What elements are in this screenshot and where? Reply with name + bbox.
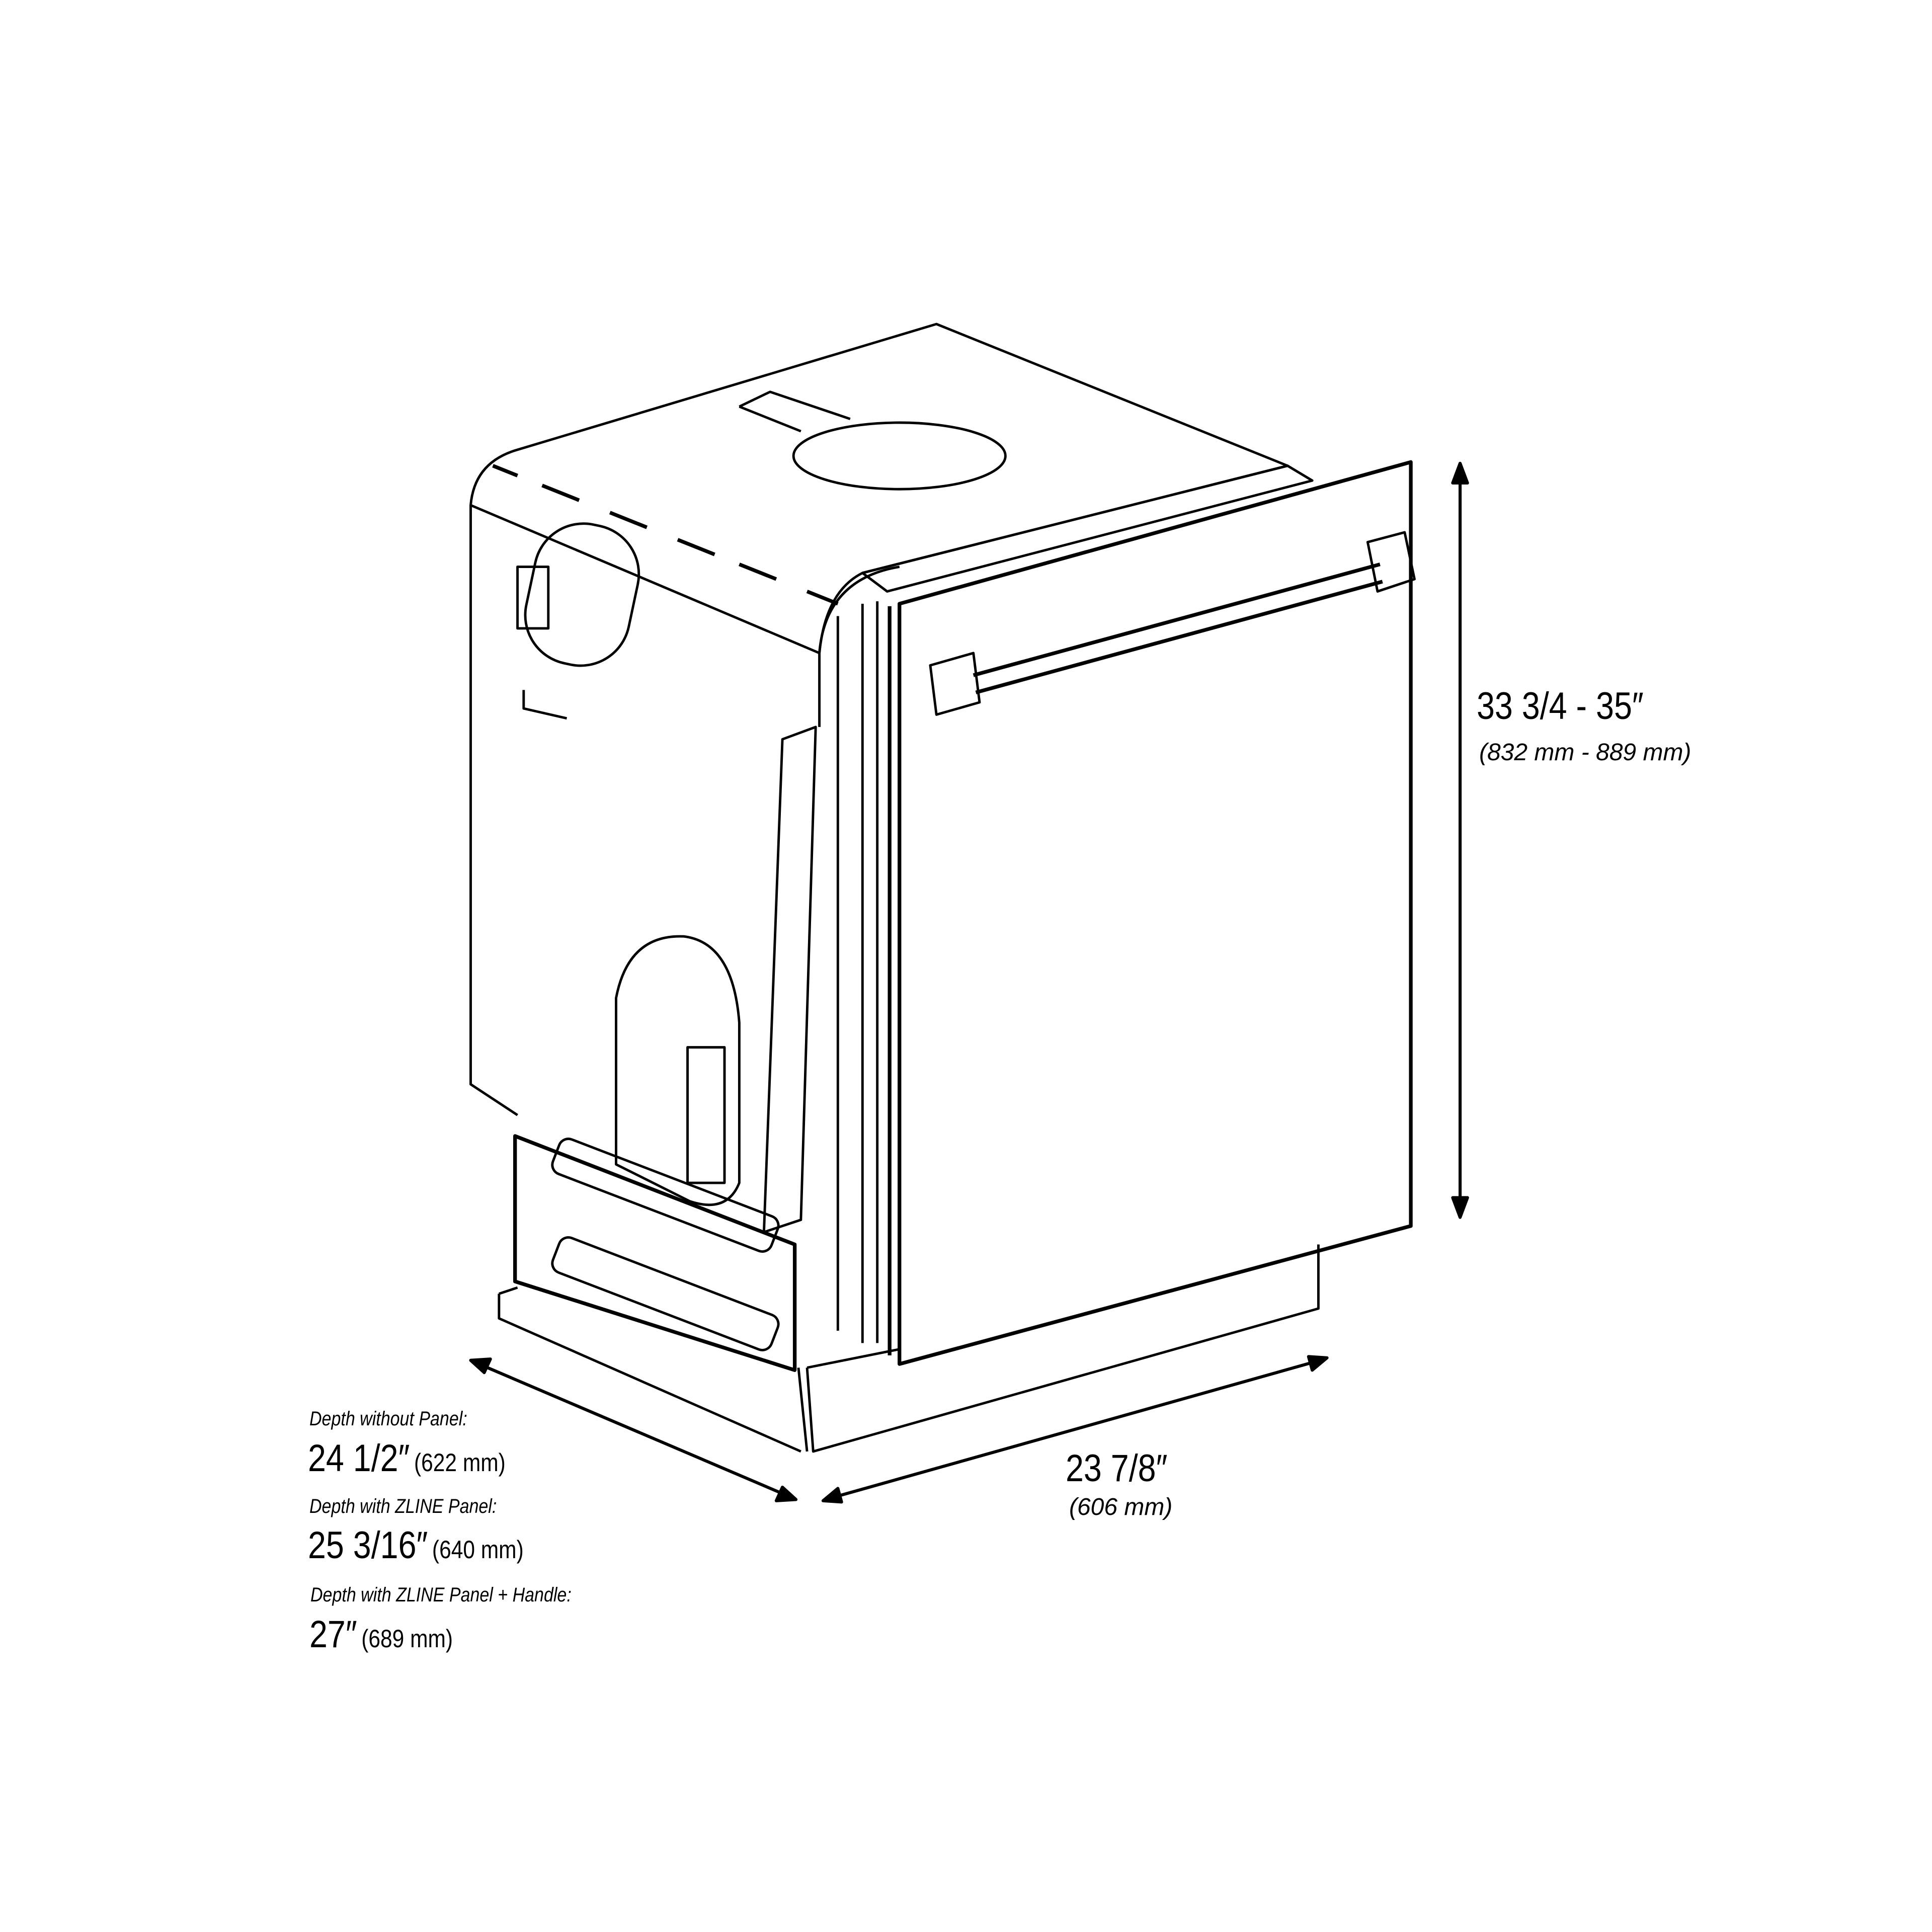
left-side — [469, 505, 821, 1116]
side-arch — [615, 935, 741, 1206]
depth-label-3: Depth with ZLINE Panel + Handle: — [310, 1584, 572, 1606]
control-strip — [861, 464, 1314, 593]
depth-value-3: 27″(689 mm) — [309, 1613, 453, 1656]
depth-value-1: 24 1/2″(622 mm) — [308, 1436, 506, 1480]
depth-value: 25 3/16″ — [308, 1524, 428, 1567]
depth-metric: (689 mm) — [361, 1625, 453, 1653]
depth-metric: (640 mm) — [432, 1536, 524, 1564]
top-dashes — [492, 464, 839, 606]
depth-label-1: Depth without Panel: — [309, 1408, 467, 1430]
side-bracket — [516, 566, 550, 630]
height-metric: (832 mm - 889 mm) — [1479, 739, 1692, 766]
frame — [762, 566, 900, 1343]
vent-grid — [686, 1046, 726, 1184]
depth-value: 24 1/2″ — [308, 1437, 410, 1480]
width-arrow — [821, 1355, 1329, 1504]
height-value: 33 3/4 - 35″ — [1477, 685, 1644, 728]
depth-metric: (622 mm) — [414, 1448, 506, 1477]
depth-arrow — [469, 1357, 798, 1502]
depth-label-2: Depth with ZLINE Panel: — [309, 1495, 497, 1517]
base — [498, 1286, 801, 1453]
handle-bracket-right — [1366, 531, 1416, 593]
top-circle — [792, 421, 1007, 491]
kick-slot-1 — [551, 1138, 780, 1253]
depth-value-2: 25 3/16″(640 mm) — [308, 1523, 524, 1567]
door-panel — [888, 460, 1413, 1366]
handle-bracket-left — [929, 652, 981, 716]
side-hook — [522, 690, 568, 720]
width-value: 23 7/8″ — [1066, 1447, 1168, 1490]
depth-value: 27″ — [309, 1613, 357, 1656]
kick-slot-2 — [551, 1236, 780, 1351]
handle-bar — [973, 562, 1383, 694]
toe-kick — [797, 1244, 1320, 1453]
width-metric: (606 mm) — [1069, 1494, 1173, 1520]
kick-plate — [513, 1134, 797, 1372]
top-slot — [739, 390, 851, 433]
side-oval-cutout — [524, 522, 640, 667]
height-arrow — [1451, 461, 1469, 1219]
